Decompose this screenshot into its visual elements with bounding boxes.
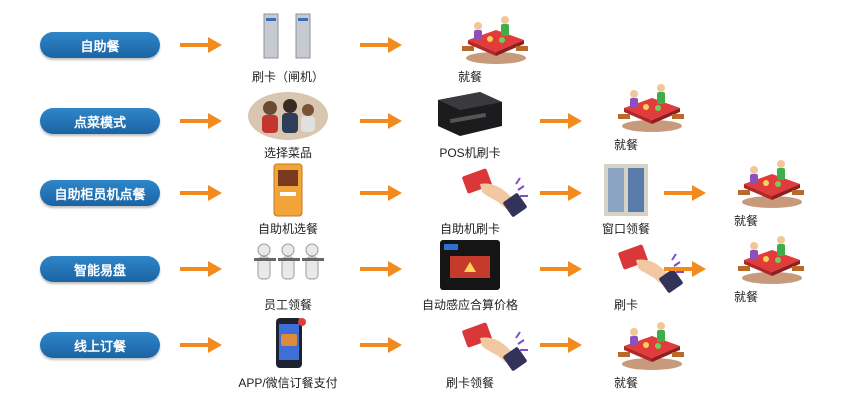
- node-caption: POS机刷卡: [439, 146, 501, 160]
- dining-table-icon: [566, 316, 686, 372]
- flow-arrow-icon: [360, 335, 404, 355]
- node-card-pickup: 刷卡领餐: [410, 316, 530, 390]
- flow-arrow-icon: [180, 35, 224, 55]
- flow-arrow-icon: [360, 183, 404, 203]
- node-caption: 就餐: [733, 290, 758, 304]
- phone-app-icon: [276, 318, 306, 368]
- node-caption: 员工领餐: [263, 298, 312, 312]
- dining-table-icon: [410, 10, 530, 66]
- row-self-service-kiosk: 自助柜员机点餐 自助机选餐 自助机刷卡 窗口领餐 就餐: [0, 162, 843, 242]
- node-card-swipe: 刷卡: [566, 238, 686, 312]
- flow-arrow-icon: [360, 111, 404, 131]
- turnstile-icon: [263, 13, 311, 59]
- node-caption: 就餐: [613, 138, 638, 152]
- mode-label: 点菜模式: [40, 108, 160, 134]
- node-dining: 就餐: [410, 10, 530, 84]
- flow-arrow-icon: [180, 335, 224, 355]
- node-staff-pickup: 员工领餐: [228, 238, 348, 312]
- kiosk-icon: [273, 163, 303, 217]
- node-caption: 刷卡: [613, 298, 638, 312]
- node-caption: 自助机刷卡: [439, 222, 500, 236]
- node-caption: 刷卡（闸机）: [251, 70, 324, 84]
- flow-arrow-icon: [180, 111, 224, 131]
- node-caption: 刷卡领餐: [445, 376, 494, 390]
- row-online-order: 线上订餐 APP/微信订餐支付 刷卡领餐 就餐: [0, 316, 843, 396]
- node-caption: 就餐: [457, 70, 482, 84]
- node-dining: 就餐: [566, 78, 686, 152]
- node-auto-pricing: 自动感应合算价格: [410, 238, 530, 312]
- node-dining: 就餐: [566, 316, 686, 390]
- node-caption: 窗口领餐: [601, 222, 650, 236]
- node-app-order: APP/微信订餐支付: [228, 316, 348, 390]
- row-buffet: 自助餐 刷卡（闸机） 就餐: [0, 10, 843, 90]
- dining-table-icon: [686, 230, 806, 286]
- node-kiosk: 自助机选餐: [228, 162, 348, 236]
- flow-arrow-icon: [180, 183, 224, 203]
- mode-label: 智能易盘: [40, 256, 160, 282]
- node-pos: POS机刷卡: [410, 86, 530, 160]
- node-turnstile: 刷卡（闸机）: [228, 10, 348, 84]
- flow-arrow-icon: [180, 259, 224, 279]
- pos-terminal-icon: [438, 92, 502, 136]
- row-order-dishes: 点菜模式 选择菜品 POS机刷卡 就餐: [0, 86, 843, 166]
- node-choose-dishes: 选择菜品: [228, 86, 348, 160]
- dining-table-icon: [566, 78, 686, 134]
- node-caption: 就餐: [613, 376, 638, 390]
- flow-arrow-icon: [360, 259, 404, 279]
- node-caption: 自助机选餐: [257, 222, 318, 236]
- mode-label: 自助柜员机点餐: [40, 180, 160, 206]
- node-card-swipe: 自助机刷卡: [410, 162, 530, 236]
- mode-label: 线上订餐: [40, 332, 160, 358]
- node-caption: 就餐: [733, 214, 758, 228]
- card-swipe-icon: [410, 162, 530, 218]
- node-caption: APP/微信订餐支付: [238, 376, 338, 390]
- row-smart-tray: 智能易盘 员工领餐 自动感应合算价格 刷卡 就餐: [0, 238, 843, 318]
- node-caption: 自动感应合算价格: [421, 298, 518, 312]
- node-caption: 选择菜品: [263, 146, 312, 160]
- card-swipe-icon: [410, 316, 530, 372]
- node-pickup-window: 窗口领餐: [566, 162, 686, 236]
- smart-tray-reader-icon: [440, 240, 500, 290]
- diners-photo-icon: [248, 92, 328, 140]
- dining-table-icon: [686, 154, 806, 210]
- node-dining: 就餐: [686, 230, 806, 304]
- mode-label: 自助餐: [40, 32, 160, 58]
- flow-arrow-icon: [360, 35, 404, 55]
- node-dining: 就餐: [686, 154, 806, 228]
- figures-carrying-trays-icon: [254, 243, 324, 280]
- pickup-window-icon: [604, 164, 648, 216]
